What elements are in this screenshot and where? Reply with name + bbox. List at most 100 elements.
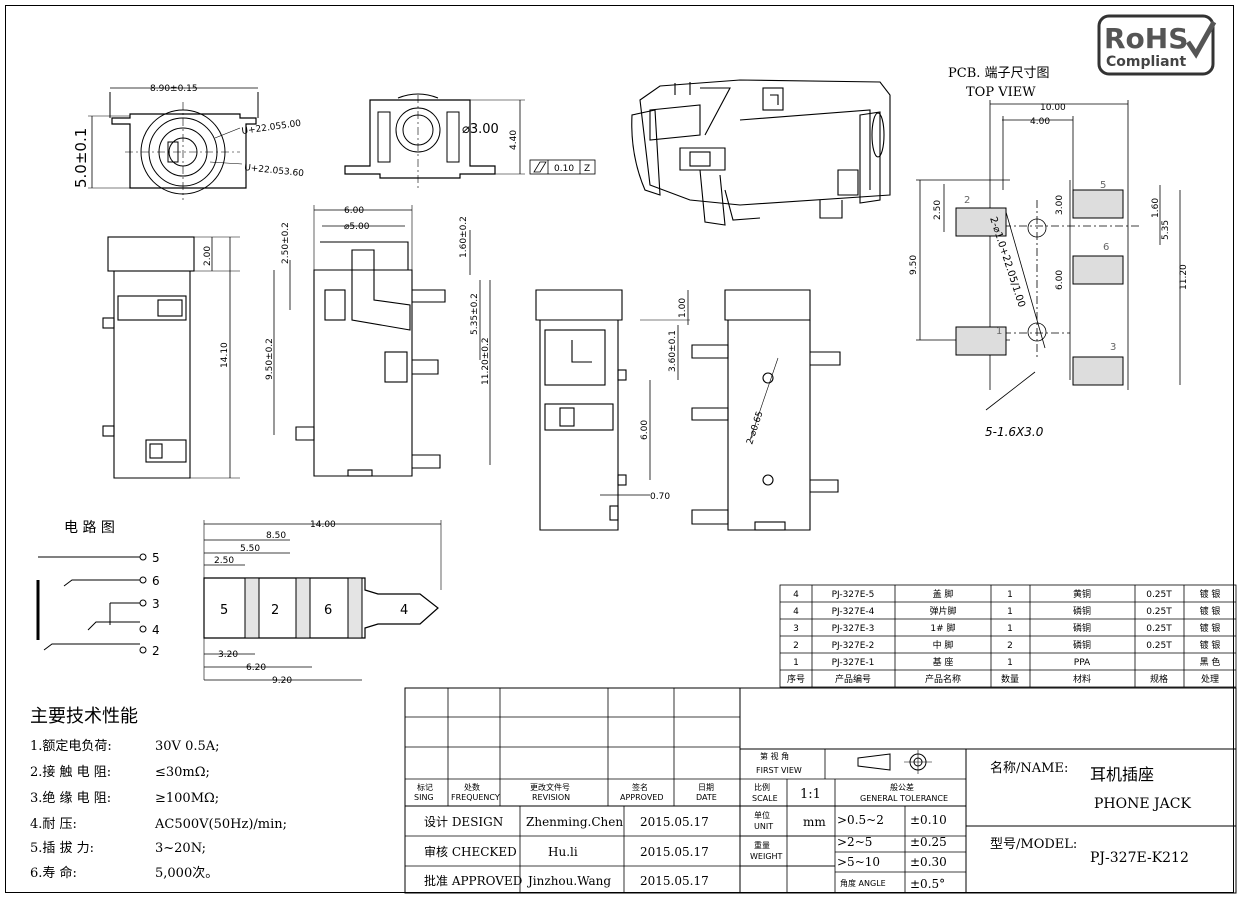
front-dia1-dim: U+22.055.00 — [241, 119, 302, 137]
first-view-label: 第 视 角 — [760, 751, 789, 761]
pcb-pads — [955, 189, 1124, 386]
rev-header: DATE — [696, 793, 717, 802]
bom-cell: 弹片脚 — [929, 605, 956, 617]
unit-label: 单位 — [754, 810, 770, 820]
spec-label: 5.插 拔 力: — [30, 841, 94, 856]
flatness-value: 0.10 — [554, 164, 574, 174]
bom-cell: 磷铜 — [1073, 622, 1091, 634]
side-c-d5-dim: 2-⌀0.65 — [745, 410, 765, 446]
spec-label: 1.额定电负荷: — [30, 739, 112, 754]
pcb-width-dim: 10.00 — [1040, 103, 1066, 113]
design-label: 设计 DESIGN — [424, 815, 503, 829]
top-height-dim: 4.40 — [509, 130, 519, 150]
bom-cell: 1# 脚 — [930, 623, 955, 634]
bom-cell: 镀 银 — [1200, 605, 1221, 617]
checked-label: 审核 CHECKED — [424, 844, 517, 859]
spec-label: 4.耐 压: — [30, 817, 77, 832]
bom-cell: 1 — [1007, 607, 1013, 617]
scale-label: 比例 — [754, 782, 770, 792]
model-number: PJ-327E-K212 — [1090, 850, 1189, 866]
rohs-subtext: Compliant — [1106, 54, 1187, 70]
top-view — [344, 93, 596, 190]
bom-cell: PJ-327E-1 — [832, 658, 875, 668]
rev-header: REVISION — [532, 793, 570, 802]
flatness-datum: Z — [584, 164, 590, 174]
specs-title: 主要技术性能 — [30, 706, 138, 727]
circuit-pin: 5 — [152, 551, 160, 565]
bom-cell: 1 — [1007, 624, 1013, 634]
rohs-text: RoHS — [1104, 22, 1188, 55]
pad-label: 5 — [1100, 180, 1106, 191]
tolerance-value: ±0.5° — [910, 877, 945, 891]
side-b-d1-dim: 2.50±0.2 — [281, 222, 291, 264]
bom-cell: 1 — [1007, 590, 1013, 600]
bom-cell: 0.25T — [1146, 641, 1172, 651]
plug-total-dim: 14.00 — [310, 520, 336, 530]
bom-cell: PJ-327E-5 — [832, 590, 875, 600]
spec-value: ≤30mΩ; — [155, 765, 210, 780]
circuit-diagram — [36, 553, 147, 654]
bom-cell: 4 — [793, 590, 799, 600]
tolerance-label-en: GENERAL TOLERANCE — [860, 794, 948, 803]
side-b-d3-dim: 5.35±0.2 — [470, 293, 480, 335]
bom-header: 产品编号 — [835, 673, 871, 685]
side-view-b — [273, 205, 491, 477]
tolerance-range: >5~10 — [837, 855, 880, 869]
pcb-300-dim: 3.00 — [1055, 195, 1065, 215]
spec-value: 5,000次。 — [155, 865, 218, 881]
bom-cell: 磷铜 — [1073, 605, 1091, 617]
rev-header: 处数 — [464, 782, 480, 792]
bom-cell: 0.25T — [1146, 590, 1172, 600]
bom-header: 处理 — [1201, 673, 1219, 685]
tolerance-range: >2~5 — [837, 835, 872, 849]
rev-header: 更改文件号 — [530, 782, 570, 792]
projection-cone-icon — [857, 753, 891, 771]
tolerance-label: 般公差 — [890, 782, 914, 792]
side-c-d4-dim: 0.70 — [650, 492, 670, 502]
rev-header: 签名 — [632, 782, 648, 792]
pcb-hole-dim: 2-⌀1.0+22.05/1.00 — [987, 216, 1027, 309]
plug-segment: 6 — [324, 603, 332, 618]
front-height-dim: 5.0±0.1 — [72, 128, 90, 188]
plug-d2-dim: 5.50 — [240, 544, 260, 554]
pcb-title: PCB. 端子尺寸图 — [948, 66, 1050, 81]
side-view-a — [102, 236, 240, 479]
side-b-d5-dim: 11.20±0.2 — [481, 337, 491, 385]
weight-label: 重量 — [754, 840, 770, 850]
side-b-w2-dim: ⌀5.00 — [344, 222, 370, 232]
pcb-pad-note: 5-1.6X3.0 — [985, 425, 1044, 439]
spec-value: 30V 0.5A; — [155, 739, 220, 754]
bom-cell: 镀 银 — [1200, 588, 1221, 600]
tolerance-value: ±0.30 — [910, 855, 947, 869]
product-name-en: PHONE JACK — [1094, 796, 1191, 812]
bom-cell: 中 脚 — [933, 639, 954, 651]
bom-cell: 黑 色 — [1200, 656, 1221, 668]
bom-cell: 黄铜 — [1073, 588, 1091, 600]
bom-header: 序号 — [787, 673, 805, 685]
bom-cell: 3 — [793, 624, 799, 634]
plug-segment: 4 — [400, 603, 408, 618]
pcb-subtitle: TOP VIEW — [966, 85, 1036, 100]
plug-d4-dim: 3.20 — [218, 650, 238, 660]
pcb-1120-dim: 11.20 — [1179, 264, 1189, 290]
pcb-footprint — [916, 100, 1181, 411]
tolerance-value: ±0.10 — [910, 813, 947, 827]
checkmark-icon — [1185, 20, 1217, 59]
product-name-cn: 耳机插座 — [1090, 765, 1154, 784]
bom-header: 材料 — [1073, 673, 1091, 685]
front-width-dim: 8.90±0.15 — [150, 84, 198, 94]
side-a-top-dim: 2.00 — [203, 246, 213, 266]
plug-segment: 2 — [271, 603, 279, 618]
spec-label: 3.绝 缘 电 阻: — [30, 790, 111, 806]
pcb-160-dim: 1.60 — [1151, 198, 1161, 218]
approved-label: 批准 APPROVED — [424, 873, 522, 888]
bom-cell: 盖 脚 — [933, 588, 954, 600]
bom-table — [779, 584, 1237, 688]
pad-label: 2 — [964, 195, 970, 206]
bom-cell: 1 — [793, 658, 799, 668]
bom-header: 数量 — [1001, 673, 1019, 685]
tolerance-range: 角度 ANGLE — [840, 878, 886, 888]
circuit-pin: 4 — [152, 623, 160, 637]
